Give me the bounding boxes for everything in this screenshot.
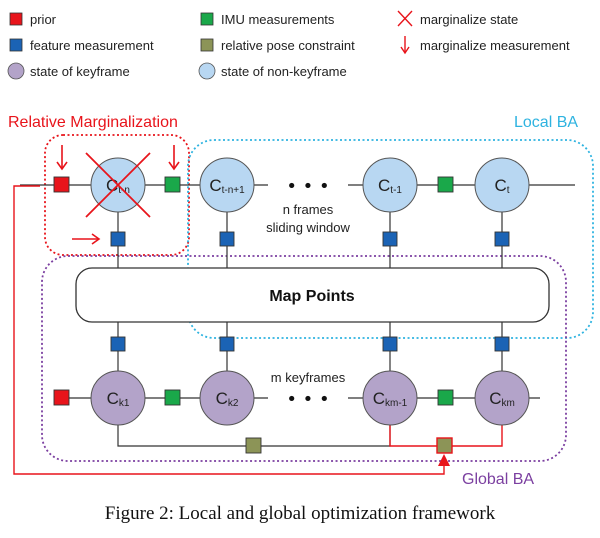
bottom-ellipsis-mask: [268, 387, 348, 409]
svg-text:Ct: Ct: [494, 176, 509, 196]
marginalized-relative-pose-edge: [13, 185, 503, 475]
figure-caption: Figure 2: Local and global optimization …: [104, 503, 496, 524]
imu-factor-ct1: [437, 176, 454, 193]
imu-factor-k1: [164, 389, 181, 406]
relative-pose-factor: [245, 437, 262, 454]
optimization-framework-diagram: prior feature measurement state of keyfr…: [7, 10, 594, 488]
non-keyframe-legend-swatch: [198, 62, 216, 80]
imu-factor-km1: [437, 389, 454, 406]
svg-text:Ct-n+1: Ct-n+1: [209, 176, 245, 196]
keyframe-legend-swatch: [7, 62, 25, 80]
feature-factor-ct: [494, 231, 510, 247]
feature-factor-ct1: [382, 231, 398, 247]
m-keyframes-note: m keyframes: [271, 370, 346, 385]
relative-pose-factor-marginalized: [436, 437, 453, 454]
imu-factor-ctn: [164, 176, 181, 193]
marginalize-measurement-arrow-icon: [400, 36, 410, 55]
feature-factor-ctn: [110, 231, 126, 247]
feature-factor-km1: [382, 336, 398, 352]
top-ellipsis-mask: [268, 174, 348, 196]
global-ba-label: Global BA: [462, 471, 534, 488]
prior-legend-swatch: [9, 12, 23, 26]
node-c-km: Ckm: [474, 370, 530, 426]
marginalize-measurement-legend-label: marginalize measurement: [420, 38, 570, 53]
map-points-label: Map Points: [269, 288, 354, 305]
node-c-k1: Ck1: [90, 370, 146, 426]
marginal-arrow-head-icon: [438, 454, 450, 466]
top-ellipsis: • • •: [286, 176, 329, 197]
node-c-t: Ct: [474, 157, 530, 213]
map-points-box: [75, 267, 550, 323]
non-keyframe-legend-label: state of non-keyframe: [221, 64, 347, 79]
marginalize-state-cross-icon: [85, 152, 151, 218]
node-c-k2: Ck2: [199, 370, 255, 426]
marginalize-state-x-icon: [397, 10, 413, 27]
relative-marginalization-region: [44, 134, 190, 256]
feature-factor-ctn1: [219, 231, 235, 247]
prior-factor-top: [53, 176, 70, 193]
marginalize-state-legend-label: marginalize state: [420, 12, 518, 27]
n-frames-note: n frames: [283, 202, 334, 217]
svg-text:Ck2: Ck2: [216, 389, 239, 409]
global-ba-region: [41, 255, 567, 462]
node-c-km-minus-1: Ckm-1: [362, 370, 418, 426]
keyframe-legend-label: state of keyframe: [30, 64, 130, 79]
bottom-ellipsis: • • •: [286, 389, 329, 410]
svg-text:Ckm-1: Ckm-1: [373, 389, 408, 409]
local-ba-label: Local BA: [514, 114, 578, 131]
relative-marginalization-label: Relative Marginalization: [8, 114, 178, 131]
imu-legend-label: IMU measurements: [221, 12, 335, 27]
feature-factor-k1: [110, 336, 126, 352]
relative-pose-legend-swatch: [200, 38, 214, 52]
svg-text:Ckm: Ckm: [489, 389, 515, 409]
node-c-t-minus-1: Ct-1: [362, 157, 418, 213]
imu-legend-swatch: [200, 12, 214, 26]
feature-measurement-legend-label: feature measurement: [30, 38, 154, 53]
relative-pose-legend-label: relative pose constraint: [221, 38, 355, 53]
legend: prior feature measurement state of keyfr…: [7, 10, 570, 80]
svg-text:Ck1: Ck1: [107, 389, 130, 409]
feature-measurement-legend-swatch: [9, 38, 23, 52]
prior-factor-bottom: [53, 389, 70, 406]
sliding-window-note: sliding window: [266, 220, 350, 235]
marginalize-measurement-arrows: [56, 145, 180, 245]
prior-legend-label: prior: [30, 12, 57, 27]
node-c-t-minus-n-plus-1: Ct-n+1: [199, 157, 255, 213]
feature-factor-km: [494, 336, 510, 352]
feature-factor-k2: [219, 336, 235, 352]
svg-text:Ct-1: Ct-1: [378, 176, 402, 196]
